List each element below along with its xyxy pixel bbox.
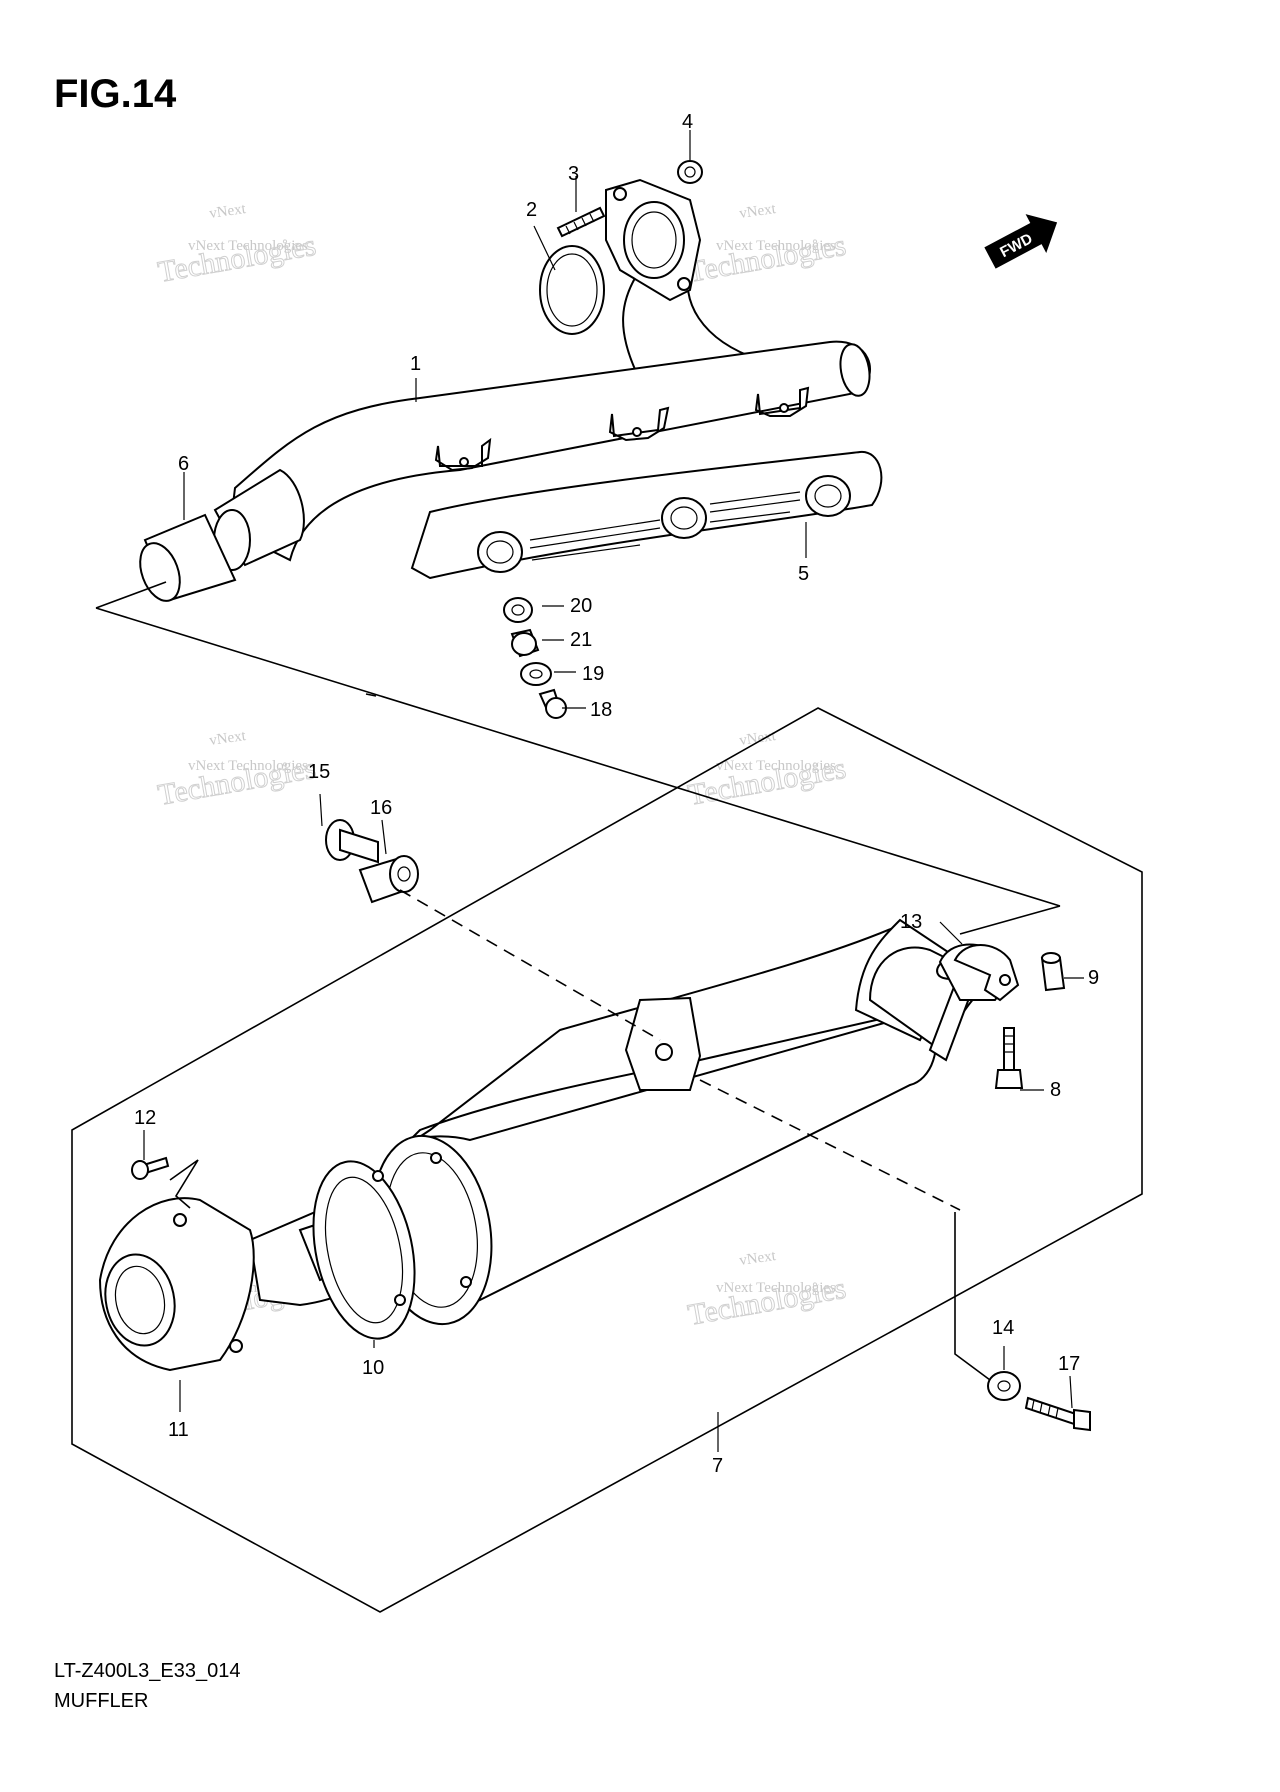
callout-leaders [143,130,1084,1452]
callout-labels: 1 2 3 4 5 6 7 8 9 10 11 12 13 14 17 15 1… [134,111,1099,1477]
watermark-bottom-center: vNext vNext Technologies Technologies [685,1248,849,1332]
pipe-end-cap-part [139,513,237,602]
svg-text:vNext: vNext [208,728,247,749]
bolt-part-8 [994,1027,1024,1089]
callout-13: 13 [900,911,922,933]
spacer-part [1040,952,1066,992]
callout-6: 6 [178,453,189,475]
washer-part [520,662,552,686]
svg-text:vNext: vNext [738,1248,777,1269]
mount-bolt-part-15 [325,819,379,864]
exhaust-pipe-part [213,263,871,571]
washer-part-14 [987,1371,1021,1401]
callout-8: 8 [1050,1079,1061,1101]
callout-15: 15 [308,761,330,783]
nut-part [677,160,703,184]
bolt-part-17 [1024,1396,1091,1432]
heat-shield-part [410,450,883,580]
callout-20: 20 [570,595,592,617]
callout-15-17: 17 [1058,1353,1080,1375]
callout-19: 19 [582,663,604,685]
grommet-part [503,597,533,623]
watermark-mid-left: vNext vNext Technologies Technologies [155,728,319,812]
svg-text:vNext: vNext [738,201,777,222]
mount-grommet-part-16 [358,855,419,904]
diagram-code: LT-Z400L3_E33_014 [54,1660,241,1682]
svg-text:vNext: vNext [738,728,777,749]
callout-1: 1 [410,353,421,375]
fwd-arrow-icon: FWD [984,214,1058,269]
callout-18: 18 [590,699,612,721]
callout-12: 12 [134,1107,156,1129]
muffler-gasket-part [312,1160,416,1340]
stud-bolt-part [556,206,606,238]
diagram-name: MUFFLER [54,1690,149,1712]
exhaust-flange [605,178,702,302]
watermark-top-center: vNext vNext Technologies Technologies [685,201,849,289]
screw-part-12 [131,1156,170,1180]
callout-14: 14 [992,1317,1014,1339]
callout-7: 7 [712,1455,723,1477]
callout-9: 9 [1088,967,1099,989]
watermark-top-left: vNext vNext Technologies Technologies [155,201,319,289]
gasket-part [539,245,605,335]
muffler-end-cap-part [98,1197,255,1372]
svg-text:vNext Technologies: vNext Technologies [188,238,308,254]
svg-text:vNext Technologies: vNext Technologies [716,1280,836,1296]
callout-10: 10 [362,1357,384,1379]
group-outline-lines [71,581,1143,1613]
svg-text:vNext Technologies: vNext Technologies [716,238,836,254]
callout-3: 3 [568,163,579,185]
callout-2: 2 [526,199,537,221]
svg-text:vNext Technologies: vNext Technologies [188,758,308,774]
callout-16: 16 [370,797,392,819]
muffler-part [371,918,1012,1326]
figure-title: FIG.14 [54,72,177,116]
svg-text:vNext: vNext [208,201,247,222]
bolt-part-18 [538,688,567,719]
collar-part [510,628,540,658]
svg-text:vNext Technologies: vNext Technologies [716,758,836,774]
callout-5: 5 [798,563,809,585]
callout-21: 21 [570,629,592,651]
callout-4: 4 [682,111,693,133]
clamp-part [953,944,1020,1002]
callout-11: 11 [168,1419,189,1441]
